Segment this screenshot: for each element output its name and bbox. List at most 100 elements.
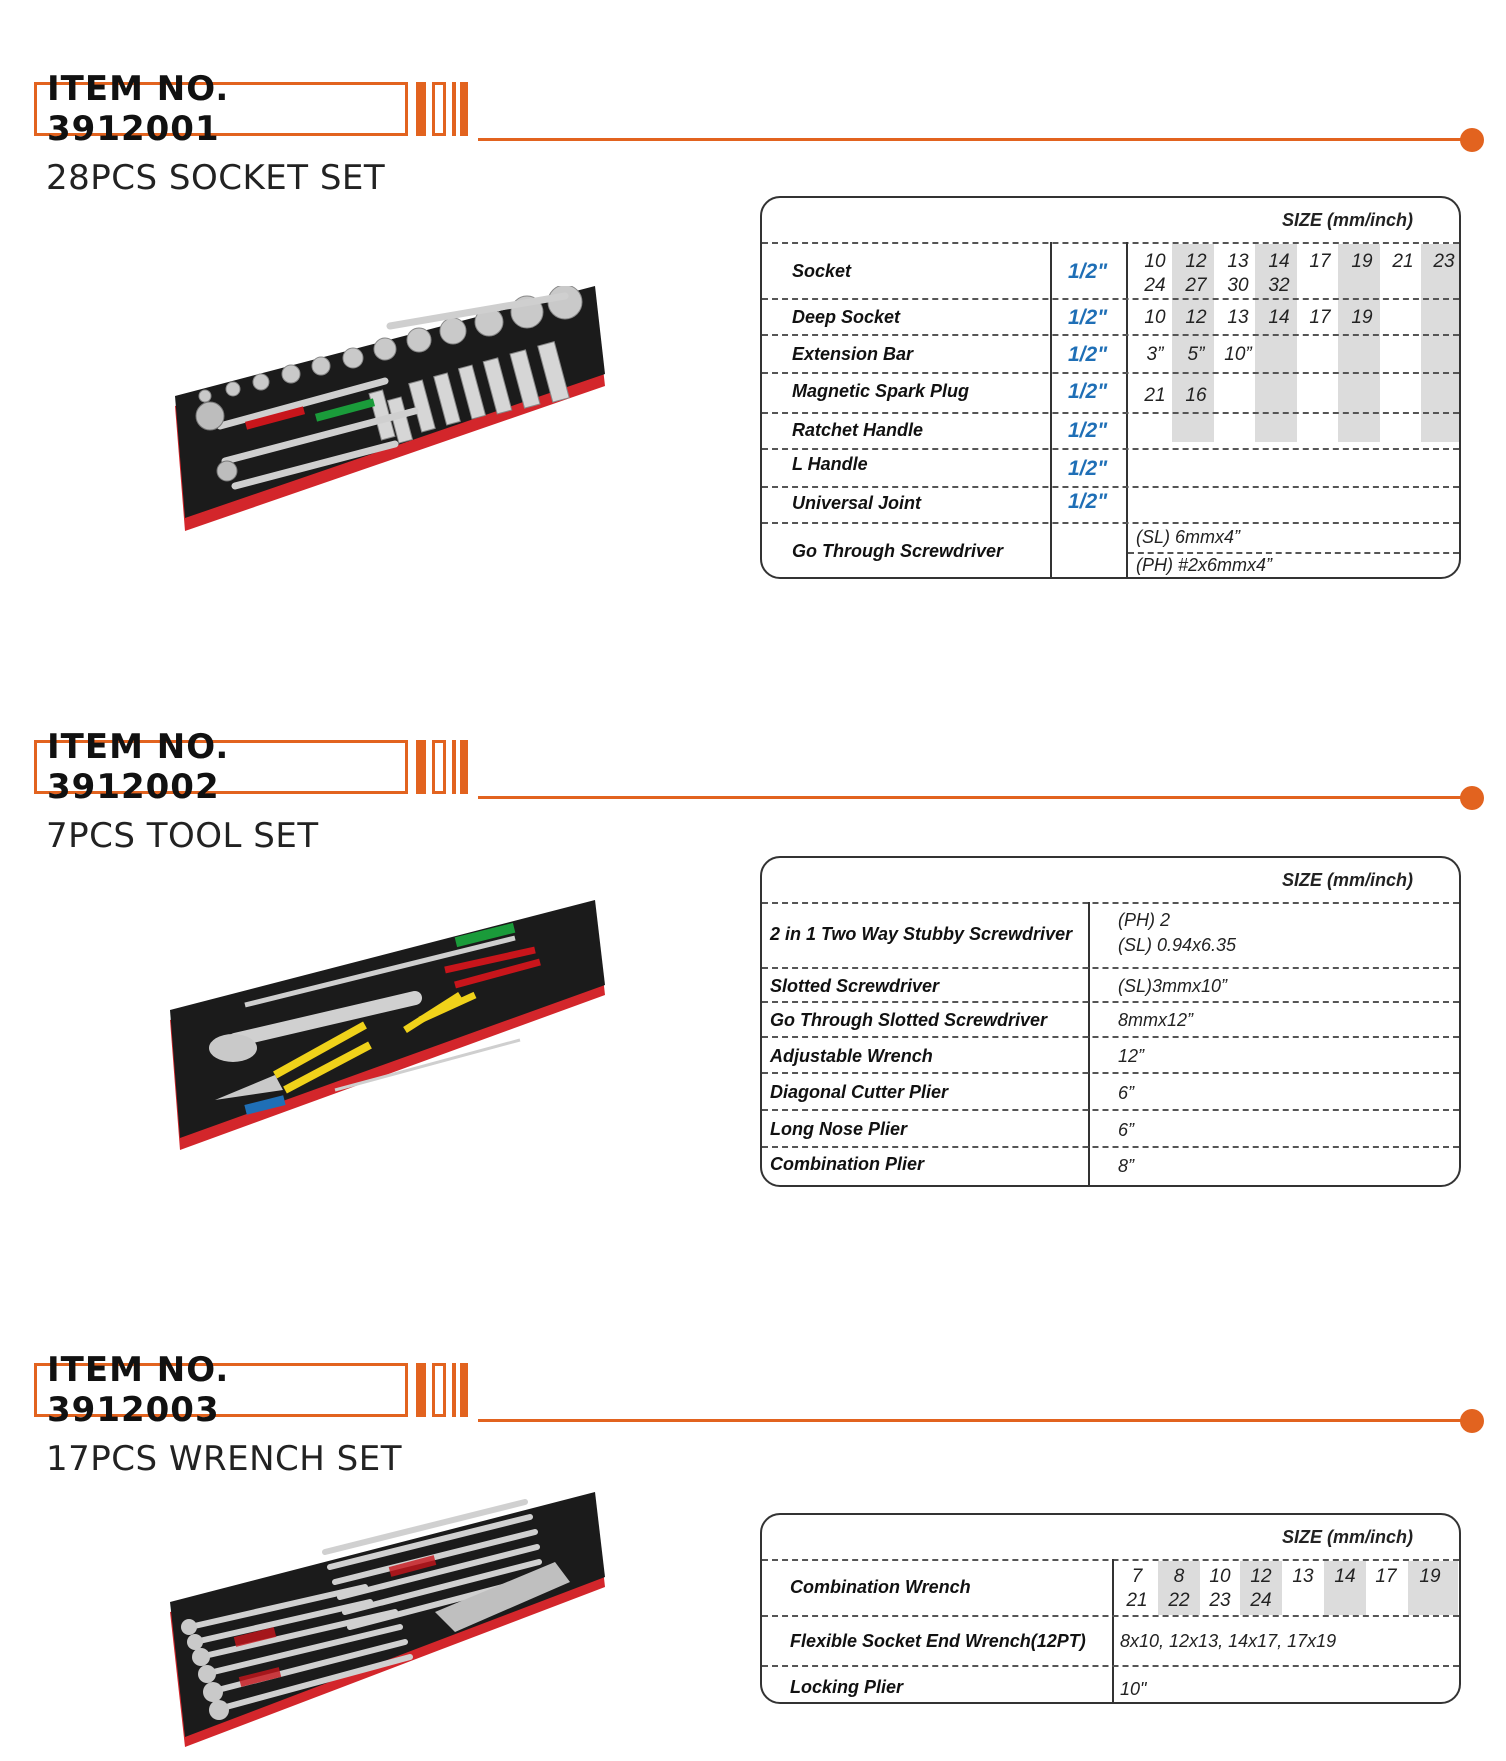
row-value: (PH) 2 <box>1118 910 1171 930</box>
row-value: 12” <box>1118 1046 1145 1066</box>
col-sep <box>1088 902 1090 1185</box>
row-label: Long Nose Plier <box>770 1119 908 1139</box>
size-cell: 12 <box>1185 251 1207 272</box>
spec-row: Go Through Screwdriver (SL) 6mmx4” (PH) … <box>762 524 1459 577</box>
size-cell: 14 <box>1268 307 1290 328</box>
grey-col <box>1324 1561 1366 1615</box>
size-cell: 23 <box>1209 1590 1231 1611</box>
size-header: SIZE (mm/inch) <box>1281 210 1413 230</box>
row-value: 8x10, 12x13, 14x17, 17x19 <box>1120 1631 1337 1651</box>
row-label: L Handle <box>792 454 868 474</box>
screwdriver-sl: (SL) 6mmx4” <box>1136 527 1241 547</box>
row-label: Slotted Screwdriver <box>770 976 940 996</box>
item-number-box: ITEM NO. 3912001 <box>34 69 408 149</box>
spec-row: Combination Wrench 7 8 10 12 13 14 17 19… <box>762 1561 1459 1617</box>
set-title: 7PCS TOOL SET <box>46 816 319 856</box>
size-cell: 10” <box>1224 344 1252 365</box>
decorative-bars <box>416 82 468 136</box>
size-cell: 27 <box>1185 275 1207 296</box>
set-title: 17PCS WRENCH SET <box>46 1439 403 1479</box>
size-cell: 7 <box>1131 1566 1143 1587</box>
size-cell: 21 <box>1144 385 1166 406</box>
spec-row: Deep Socket 1/2" 10 12 13 14 17 19 <box>762 300 1459 336</box>
decorative-bars <box>416 740 468 794</box>
col-sep <box>1126 242 1128 577</box>
row-label: Combination Wrench <box>790 1577 971 1597</box>
size-cell: 19 <box>1419 1566 1441 1587</box>
spec-row: Slotted Screwdriver (SL)3mmx10” <box>762 969 1459 1003</box>
row-label: Extension Bar <box>792 344 914 364</box>
grey-col <box>1338 244 1380 442</box>
col-sep <box>1050 242 1052 577</box>
spec-row: Magnetic Spark Plug 1/2" 21 16 <box>762 374 1459 414</box>
row-label: 2 in 1 Two Way Stubby Screwdriver <box>770 924 1073 944</box>
row-label: Deep Socket <box>792 307 901 327</box>
spec-table-3912001: SIZE (mm/inch) Socket 1/2" 10 12 13 14 1… <box>760 196 1461 579</box>
row-label: Universal Joint <box>792 493 922 513</box>
row-value: (SL)3mmx10” <box>1118 976 1228 996</box>
drive-size: 1/2" <box>1068 419 1108 442</box>
grey-col <box>1421 244 1459 442</box>
size-cell: 30 <box>1227 275 1249 296</box>
divider-dot <box>1460 128 1484 152</box>
spec-row: Flexible Socket End Wrench(12PT) 8x10, 1… <box>762 1617 1459 1667</box>
size-cell: 5” <box>1187 344 1205 365</box>
size-cell: 10 <box>1209 1566 1231 1587</box>
size-cell: 24 <box>1250 1590 1272 1611</box>
row-label: Socket <box>792 261 852 281</box>
item-number-box: ITEM NO. 3912003 <box>34 1350 408 1430</box>
drive-size: 1/2" <box>1068 380 1108 403</box>
spec-header: SIZE (mm/inch) <box>762 198 1459 244</box>
wrench-set-tray-image <box>170 1492 605 1747</box>
size-cell: 13 <box>1227 251 1249 272</box>
item-number: ITEM NO. 3912003 <box>47 1350 230 1430</box>
spec-header: SIZE (mm/inch) <box>762 858 1459 904</box>
decorative-bars <box>416 1363 468 1417</box>
size-cell: 17 <box>1309 251 1331 272</box>
row-label: Locking Plier <box>790 1677 904 1697</box>
size-cell: 14 <box>1334 1566 1356 1587</box>
size-cell: 17 <box>1375 1566 1397 1587</box>
col-sep <box>1112 1559 1114 1702</box>
spec-table-3912002: SIZE (mm/inch) 2 in 1 Two Way Stubby Scr… <box>760 856 1461 1187</box>
spec-row: Go Through Slotted Screwdriver 8mmx12” <box>762 1003 1459 1038</box>
row-label: Diagonal Cutter Plier <box>770 1082 949 1102</box>
row-label: Magnetic Spark Plug <box>792 381 970 401</box>
socket-set-tray-image <box>175 286 605 531</box>
size-cell: 13 <box>1227 307 1249 328</box>
size-cell: 32 <box>1268 275 1290 296</box>
row-value: 8mmx12” <box>1118 1010 1194 1030</box>
spec-row: Extension Bar 1/2" 3” 5” 10” <box>762 336 1459 374</box>
spec-table-3912003: SIZE (mm/inch) Combination Wrench 7 8 10… <box>760 1513 1461 1704</box>
divider-line <box>478 796 1474 799</box>
size-cell: 19 <box>1351 251 1373 272</box>
size-cell: 13 <box>1292 1566 1314 1587</box>
divider-dot <box>1460 786 1484 810</box>
size-cell: 12 <box>1185 307 1207 328</box>
spec-row: 2 in 1 Two Way Stubby Screwdriver (PH) 2… <box>762 904 1459 969</box>
divider-line <box>478 138 1474 141</box>
spec-row: Long Nose Plier 6” <box>762 1111 1459 1148</box>
spec-row: Combination Plier 8” <box>762 1148 1459 1185</box>
spec-row: Ratchet Handle 1/2" <box>762 414 1459 450</box>
size-cell: 10 <box>1144 251 1166 272</box>
size-cell: 23 <box>1433 251 1455 272</box>
grey-col <box>1172 244 1214 442</box>
spec-row: Locking Plier 10" <box>762 1667 1459 1702</box>
row-label: Flexible Socket End Wrench(12PT) <box>790 1631 1086 1651</box>
size-cell: 14 <box>1268 251 1290 272</box>
screwdriver-ph: (PH) #2x6mmx4” <box>1136 555 1273 575</box>
spec-row: Socket 1/2" 10 12 13 14 17 19 21 23 24 2… <box>762 244 1459 300</box>
size-cell: 16 <box>1185 385 1207 406</box>
spec-row: Diagonal Cutter Plier 6” <box>762 1074 1459 1111</box>
row-label: Combination Plier <box>770 1154 925 1174</box>
drive-size: 1/2" <box>1068 343 1108 366</box>
item-number: ITEM NO. 3912001 <box>47 69 230 149</box>
size-header: SIZE (mm/inch) <box>1281 1527 1413 1547</box>
drive-size: 1/2" <box>1068 457 1108 480</box>
row-label: Go Through Slotted Screwdriver <box>770 1010 1048 1030</box>
item-number-box: ITEM NO. 3912002 <box>34 727 408 807</box>
spec-row: Universal Joint 1/2" <box>762 488 1459 524</box>
row-value-2: (SL) 0.94x6.35 <box>1118 935 1237 955</box>
size-cell: 19 <box>1351 307 1373 328</box>
